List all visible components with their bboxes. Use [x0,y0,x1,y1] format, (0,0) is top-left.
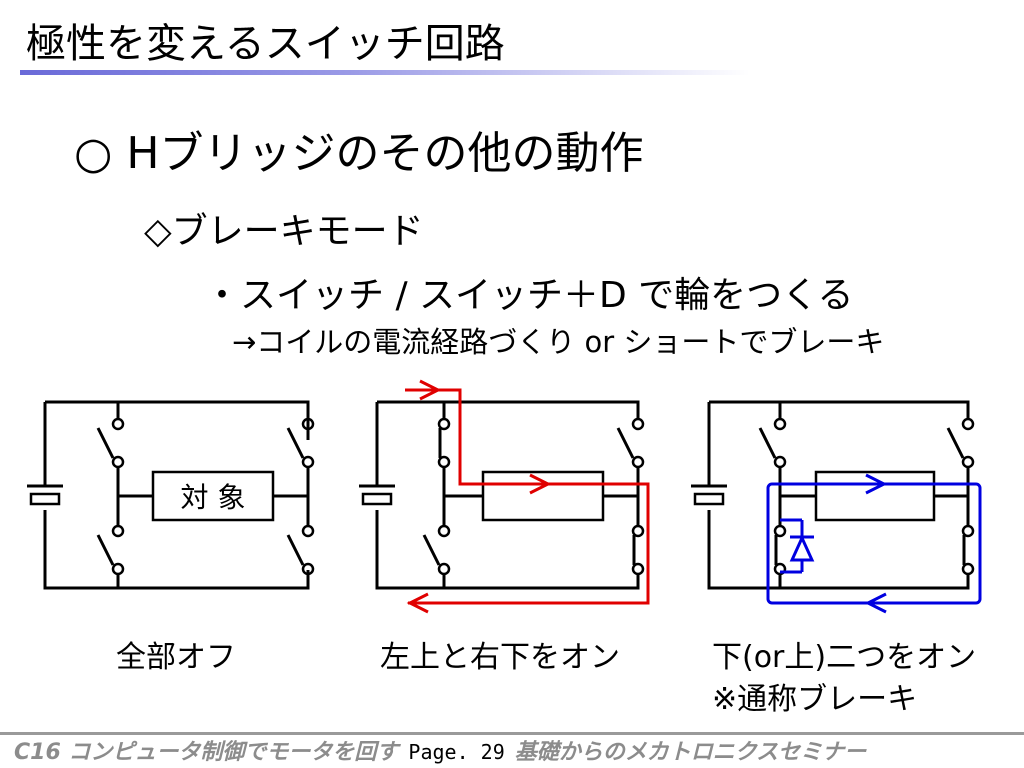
circuit-wire [43,510,310,590]
circuit-ul-lr-on [359,379,650,614]
battery-icon [693,492,725,506]
h-bridge-diagram: 対 象 [27,379,982,614]
battery-icon [29,492,61,506]
load-box [814,470,936,522]
caption-ul-lr-on: 左上と右下をオン [380,640,620,675]
current-path-red [405,379,650,614]
circuit-wire [375,510,640,590]
battery-icon [361,492,393,506]
load-box [151,470,275,522]
footer-seminar: 基礎からのメカトロニクスセミナー [514,740,867,765]
page-number: Page. 29 [408,740,505,764]
switch-upper-left-closed [437,417,451,469]
footer-divider [0,732,1024,735]
caption-brake-note: ※通称ブレーキ [712,682,918,717]
circuit-wire [707,510,970,590]
circuit-brake [691,400,982,614]
title-underline [20,70,750,75]
section-heading: ○ Hブリッジのその他の動作 [74,128,644,179]
switch-lower-left-open [96,524,125,576]
switch-lower-right-open [286,524,315,576]
footer-course: C16 コンピュータ制御でモータを回す [14,740,399,765]
switch-upper-right-open [286,417,315,469]
switch-upper-right-open [946,417,975,469]
diode-icon [789,530,815,562]
slide-title: 極性を変えるスイッチ回路 [26,21,505,67]
bullet-note: →コイルの電流経路づくり or ショートでブレーキ [232,325,885,359]
switch-upper-left-open [758,417,787,469]
arrow-right-icon [529,473,552,495]
bullet-point: ・スイッチ / スイッチ＋D で輪をつくる [204,275,854,316]
switch-lower-right-closed [631,524,645,576]
switch-upper-right-open [616,417,645,469]
load-box [481,470,605,522]
caption-all-off: 全部オフ [116,640,236,675]
caption-brake: 下(or上)二つをオン [712,640,977,675]
arrow-left-icon [864,592,887,614]
subsection-heading: ◇ブレーキモード [144,211,424,252]
circuit-all-off: 対 象 [27,400,315,590]
arrow-right-icon [419,379,442,401]
current-path-blue [766,473,982,614]
arrow-right-icon [865,473,888,495]
switch-lower-left-closed [773,524,787,576]
switch-lower-right-closed [961,524,975,576]
circuit-wire [45,400,310,440]
switch-lower-left-open [422,524,451,576]
load-label: 対 象 [181,481,246,514]
circuit-wire [377,400,640,420]
circuit-wire [709,400,970,420]
switch-upper-left-open [96,417,125,469]
footer: C16 コンピュータ制御でモータを回す Page. 29 基礎からのメカトロニクスセ… [14,738,866,767]
arrow-left-icon [406,592,429,614]
